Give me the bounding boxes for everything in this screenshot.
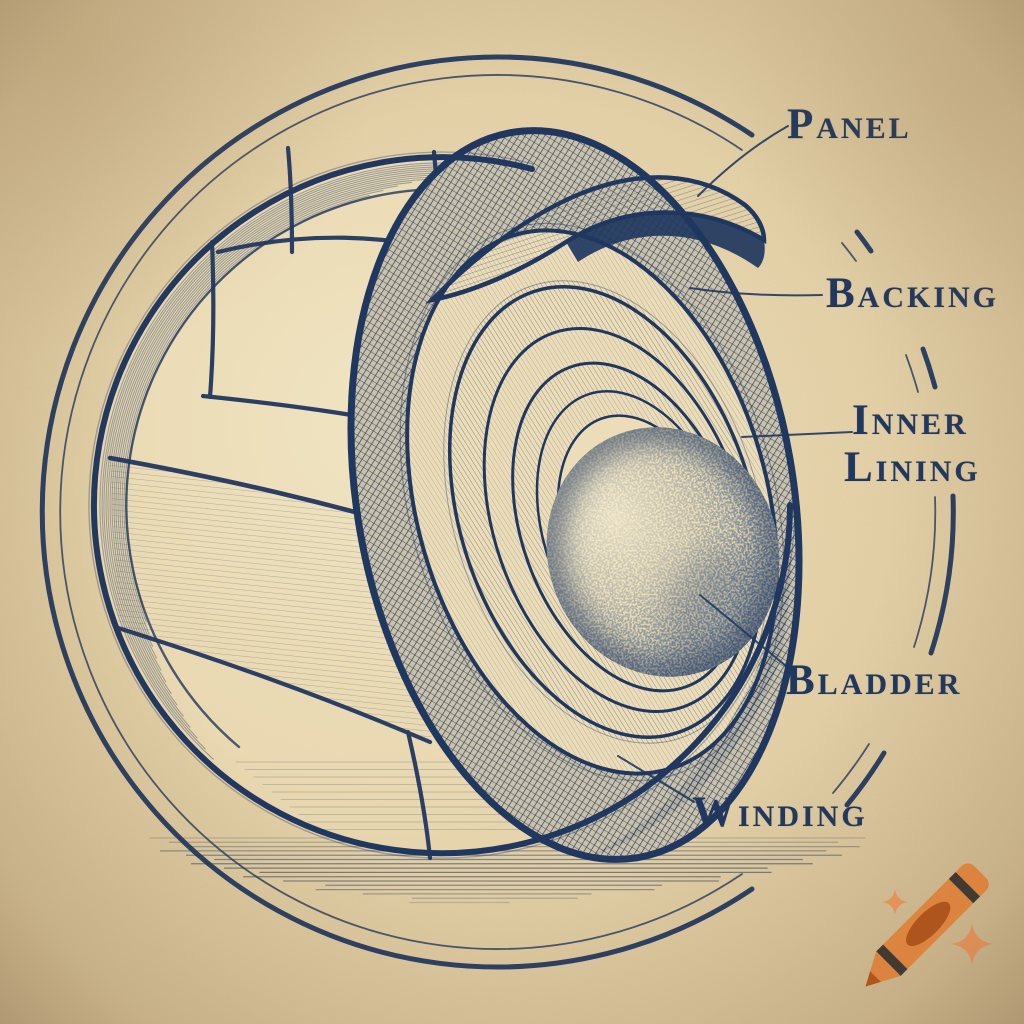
label-inner-lining-line1: Inner: [852, 397, 969, 444]
leader-inner-lining: [741, 431, 853, 438]
backing-hatch-annulus: [350, 130, 800, 860]
bladder-sphere: [520, 395, 830, 725]
seam-bottom-vertical: [405, 729, 433, 861]
leader-backing: [689, 287, 823, 297]
rim-band-seam: [125, 187, 510, 749]
leader-lines: [617, 125, 853, 803]
edge-hatch-arc: [101, 164, 533, 750]
label-inner-lining: Inner Lining: [844, 397, 981, 490]
cutaway-section: [347, 127, 830, 863]
leader-winding: [617, 755, 695, 803]
sparkle-icon: [951, 923, 993, 965]
label-winding: Winding: [692, 789, 868, 836]
ball-outline: [88, 151, 796, 859]
edge-hatch-arc: [99, 162, 549, 760]
outer-ring-arcs: [39, 54, 956, 970]
crayon-logo: [865, 863, 993, 987]
seam-vertical-a: [207, 239, 216, 400]
leader-bladder: [699, 594, 787, 667]
shell-crescent-shading: [588, 515, 792, 857]
cut-rim-edge: [347, 127, 803, 863]
label-bladder: Bladder: [786, 657, 963, 704]
crayon-icon: [865, 863, 989, 987]
seam-mid-lower: [115, 625, 433, 745]
label-panel: Panel: [787, 101, 912, 148]
label-backing: Backing: [826, 270, 1000, 317]
label-inner-lining-line2: Lining: [844, 443, 981, 491]
flap-underside: [566, 212, 765, 268]
sparkle-icon: [882, 889, 908, 915]
leader-panel: [697, 125, 789, 197]
seam-vertical-b: [285, 145, 295, 255]
